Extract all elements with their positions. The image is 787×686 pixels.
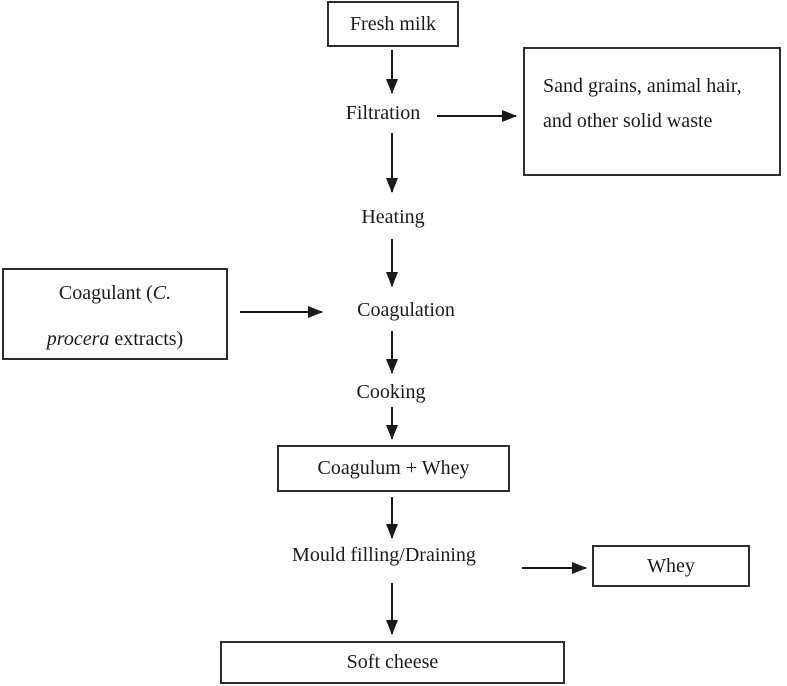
node-coagulant-line2: procera extracts) <box>4 316 226 362</box>
coagulant-line1-italic: C. <box>152 282 172 304</box>
node-solid-waste-line2: and other solid waste <box>543 110 713 132</box>
coagulant-line2-italic: procera <box>46 328 110 350</box>
coagulant-line1-normal: Coagulant ( <box>58 282 153 304</box>
node-coagulum-whey: Coagulum + Whey <box>277 445 510 492</box>
node-cooking: Cooking <box>356 381 426 403</box>
node-solid-waste: Sand grains, animal hair, and other soli… <box>523 47 781 176</box>
node-solid-waste-line1: Sand grains, animal hair, <box>543 75 742 97</box>
coagulant-line2-normal: extracts) <box>109 328 184 350</box>
node-whey-label: Whey <box>647 554 695 577</box>
node-coagulant: Coagulant (C. procera extracts) <box>2 268 228 360</box>
node-fresh-milk-label: Fresh milk <box>349 12 437 35</box>
node-mould-filling-draining: Mould filling/Draining <box>292 544 476 566</box>
node-whey: Whey <box>592 545 750 587</box>
node-coagulant-line1: Coagulant (C. <box>4 270 226 316</box>
node-coagulum-whey-label: Coagulum + Whey <box>317 457 470 479</box>
node-filtration: Filtration <box>345 102 421 124</box>
node-soft-cheese: Soft cheese <box>220 641 565 684</box>
node-fresh-milk: Fresh milk <box>327 1 459 47</box>
node-soft-cheese-label: Soft cheese <box>346 651 439 673</box>
node-heating: Heating <box>361 206 425 228</box>
node-coagulation: Coagulation <box>357 299 455 321</box>
